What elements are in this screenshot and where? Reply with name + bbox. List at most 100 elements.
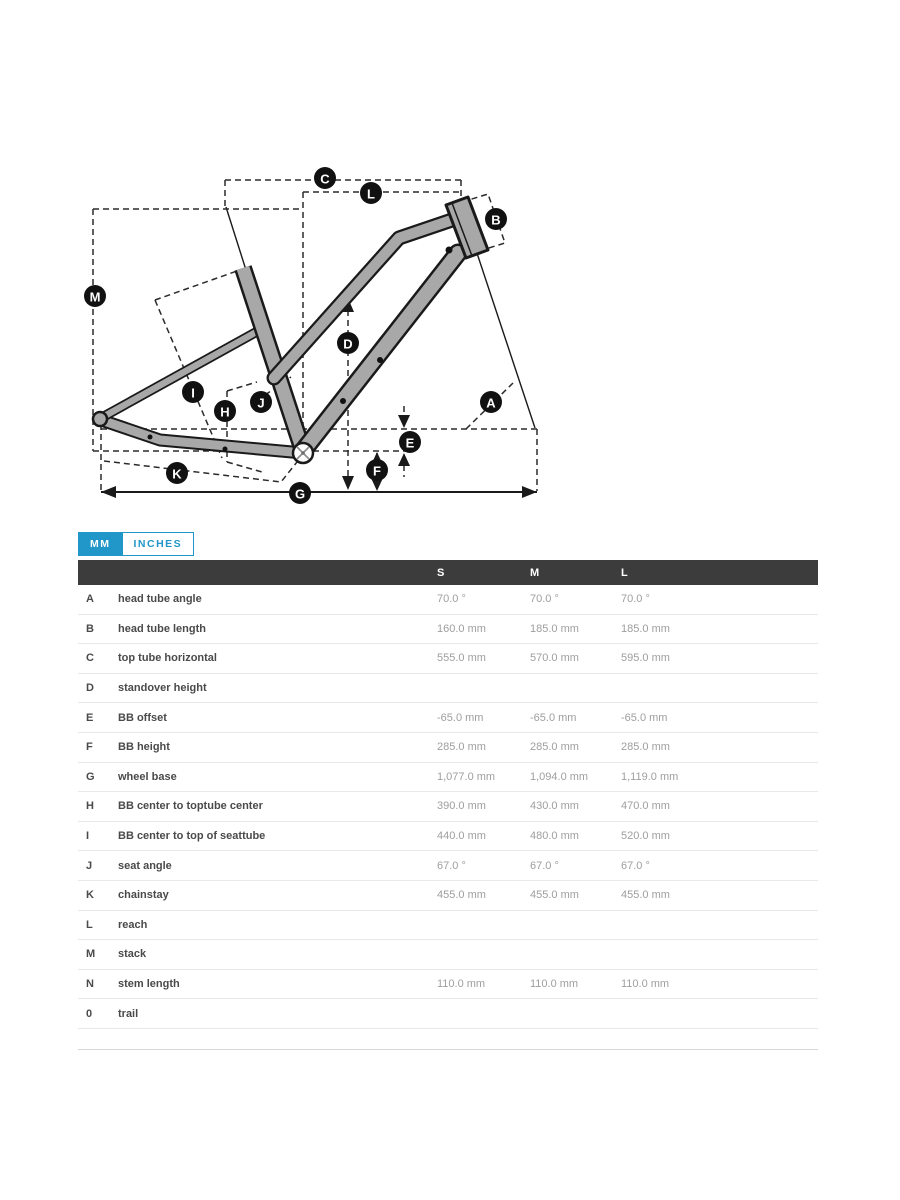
row-value-l: 70.0 ° bbox=[621, 593, 650, 606]
row-value-m: 185.0 mm bbox=[530, 622, 579, 635]
row-letter: H bbox=[86, 800, 94, 813]
row-value-m: 70.0 ° bbox=[530, 593, 559, 606]
diagram-label-I: I bbox=[182, 381, 204, 403]
row-value-l: 185.0 mm bbox=[621, 622, 670, 635]
diagram-label-G: G bbox=[289, 482, 311, 504]
diagram-label-F: F bbox=[366, 459, 388, 481]
svg-text:I: I bbox=[191, 386, 195, 401]
diagram-label-H: H bbox=[214, 400, 236, 422]
column-header-l: L bbox=[621, 566, 628, 579]
row-letter: J bbox=[86, 859, 93, 872]
units-mm-button[interactable]: MM bbox=[78, 532, 123, 556]
row-value-s: 285.0 mm bbox=[437, 741, 486, 754]
table-row: E BB offset -65.0 mm -65.0 mm -65.0 mm bbox=[78, 703, 818, 733]
column-header-s: S bbox=[437, 566, 445, 579]
wheelbase-line bbox=[101, 486, 537, 498]
row-value-l: -65.0 mm bbox=[621, 711, 668, 724]
svg-text:D: D bbox=[343, 337, 352, 352]
row-value-s: -65.0 mm bbox=[437, 711, 484, 724]
svg-text:G: G bbox=[295, 487, 305, 502]
table-row: 0 trail bbox=[78, 999, 818, 1029]
row-value-l: 520.0 mm bbox=[621, 830, 670, 843]
row-name: stack bbox=[118, 948, 147, 961]
diagram-label-A: A bbox=[480, 391, 502, 413]
row-value-s: 390.0 mm bbox=[437, 800, 486, 813]
row-value-l: 110.0 mm bbox=[621, 978, 670, 991]
row-value-m: 285.0 mm bbox=[530, 741, 579, 754]
svg-text:K: K bbox=[172, 467, 182, 482]
row-value-m: 430.0 mm bbox=[530, 800, 579, 813]
row-letter: E bbox=[86, 711, 94, 724]
diagram-label-M: M bbox=[84, 285, 106, 307]
svg-text:B: B bbox=[491, 213, 500, 228]
row-value-s: 160.0 mm bbox=[437, 622, 486, 635]
row-letter: L bbox=[86, 918, 93, 931]
row-letter: I bbox=[86, 830, 90, 843]
row-name: BB center to toptube center bbox=[118, 800, 263, 813]
svg-text:C: C bbox=[320, 172, 330, 187]
row-letter: M bbox=[86, 948, 96, 961]
units-inches-button[interactable]: INCHES bbox=[121, 532, 195, 556]
table-footer-space bbox=[78, 1028, 818, 1049]
diagram-label-C: C bbox=[314, 167, 336, 189]
row-value-l: 285.0 mm bbox=[621, 741, 670, 754]
row-name: standover height bbox=[118, 682, 207, 695]
row-name: BB offset bbox=[118, 711, 167, 724]
row-value-l: 455.0 mm bbox=[621, 889, 670, 902]
row-value-m: -65.0 mm bbox=[530, 711, 577, 724]
row-value-m: 480.0 mm bbox=[530, 830, 579, 843]
svg-text:H: H bbox=[220, 405, 229, 420]
row-value-l: 67.0 ° bbox=[621, 859, 650, 872]
row-value-m: 110.0 mm bbox=[530, 978, 579, 991]
frame-bolt-dots bbox=[147, 246, 453, 452]
row-value-s: 70.0 ° bbox=[437, 593, 466, 606]
row-value-s: 440.0 mm bbox=[437, 830, 486, 843]
diagram-label-E: E bbox=[399, 431, 421, 453]
arrowheads-front bbox=[342, 415, 410, 491]
svg-text:J: J bbox=[257, 396, 264, 411]
row-value-s: 555.0 mm bbox=[437, 652, 486, 665]
units-toggle: MM INCHES bbox=[78, 532, 195, 556]
row-name: BB height bbox=[118, 741, 170, 754]
row-value-l: 595.0 mm bbox=[621, 652, 670, 665]
row-letter: 0 bbox=[86, 1007, 93, 1020]
row-letter: B bbox=[86, 622, 94, 635]
svg-text:E: E bbox=[406, 436, 415, 451]
row-value-s: 455.0 mm bbox=[437, 889, 486, 902]
diagram-label-K: K bbox=[166, 462, 188, 484]
row-value-s: 1,077.0 mm bbox=[437, 770, 496, 783]
diagram-label-B: B bbox=[485, 208, 507, 230]
table-row: F BB height 285.0 mm 285.0 mm 285.0 mm bbox=[78, 732, 818, 763]
row-letter: F bbox=[86, 741, 93, 754]
table-header: S M L bbox=[78, 560, 818, 585]
row-letter: C bbox=[86, 652, 94, 665]
row-letter: D bbox=[86, 682, 94, 695]
row-name: chainstay bbox=[118, 889, 169, 902]
table-row: H BB center to toptube center 390.0 mm 430.… bbox=[78, 792, 818, 822]
row-value-m: 570.0 mm bbox=[530, 652, 579, 665]
row-name: trail bbox=[118, 1007, 139, 1020]
row-value-m: 455.0 mm bbox=[530, 889, 579, 902]
row-name: head tube length bbox=[118, 622, 206, 635]
row-value-l: 1,119.0 mm bbox=[621, 770, 679, 783]
row-letter: G bbox=[86, 770, 95, 783]
row-name: wheel base bbox=[118, 770, 177, 783]
diagram-label-J: J bbox=[250, 391, 272, 413]
row-name: BB center to top of seattube bbox=[118, 830, 266, 843]
row-letter: N bbox=[86, 978, 94, 991]
row-name: top tube horizontal bbox=[118, 652, 217, 665]
bike-frame bbox=[91, 195, 490, 465]
row-value-s: 110.0 mm bbox=[437, 978, 486, 991]
svg-text:F: F bbox=[373, 464, 381, 479]
row-letter: A bbox=[86, 593, 94, 606]
